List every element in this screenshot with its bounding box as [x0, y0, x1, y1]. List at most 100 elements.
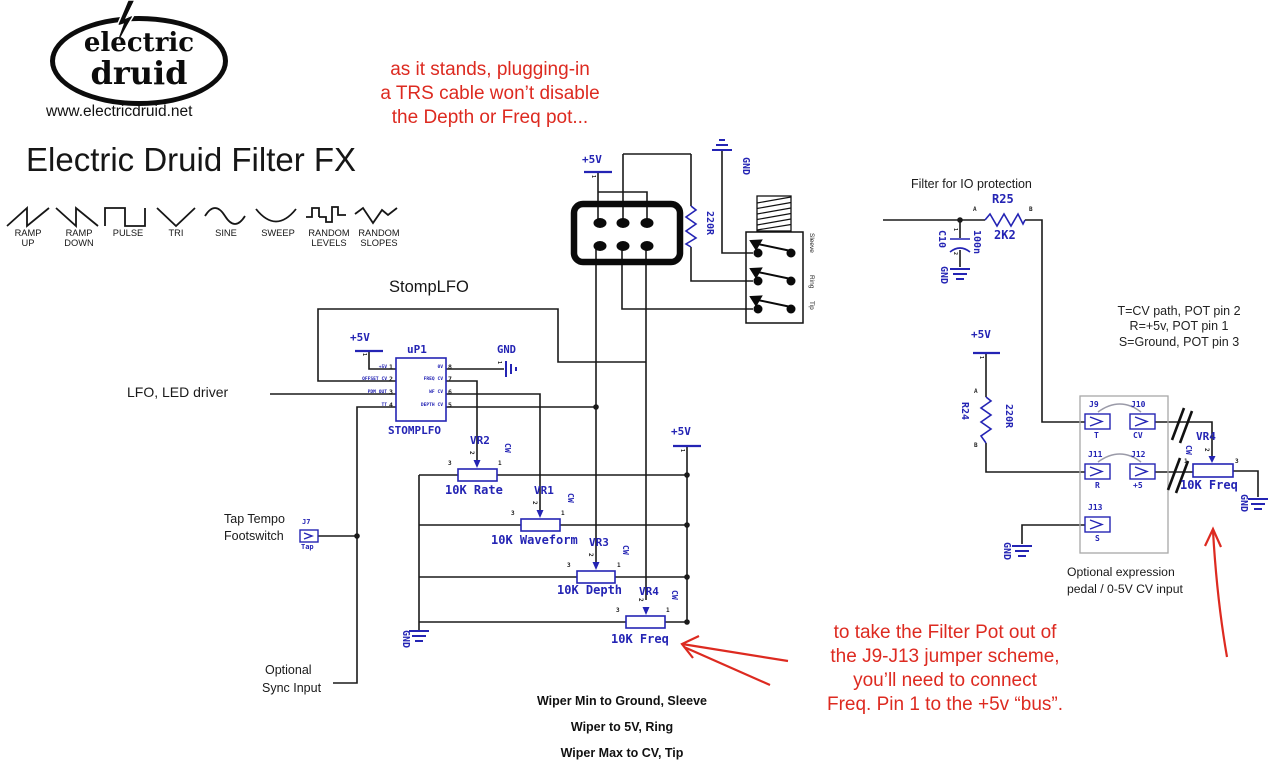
annotation-bottom-line: Freq. Pin 1 to the +5v “bus”.: [826, 694, 1064, 715]
pot-ref: VR3: [589, 536, 609, 549]
ground-label: GND: [1001, 542, 1012, 561]
pot-cw-label: CW: [503, 443, 512, 453]
section-title-stomplfo: StompLFO: [389, 278, 469, 296]
trs-ring-label: Ring: [808, 275, 815, 289]
pot-value: 10K Freq: [1180, 478, 1238, 492]
pin-number: 1: [496, 361, 502, 365]
trs-sleeve-label: Sleeve: [808, 233, 815, 253]
pin-number: 1: [952, 228, 958, 232]
pot-pin: 1: [561, 510, 565, 517]
pot-value: 10K Rate: [445, 483, 503, 497]
pin-number: 1: [590, 175, 596, 179]
ground-label: GND: [1238, 494, 1249, 513]
chip-pin-name: WF CV: [429, 390, 443, 395]
trace-cut-marks: [1166, 407, 1194, 494]
arrow-to-freq-pot: [680, 635, 789, 687]
jumper-ref: J11: [1088, 450, 1103, 459]
chip-pin-number: 8: [448, 363, 452, 371]
chip-pin-number: 1: [389, 363, 393, 371]
chip-body: [395, 357, 447, 422]
annotation-bottom-line: you’ll need to connect: [853, 670, 1037, 691]
sync-label: Sync Input: [262, 681, 322, 695]
ground-label: GND: [497, 344, 516, 356]
chip-pin-number: 5: [448, 401, 452, 409]
waveform-label: SINE: [215, 228, 237, 238]
pot-ref: VR2: [470, 434, 490, 447]
expression-note: pedal / 0-5V CV input: [1067, 582, 1183, 596]
waveform-icon-ramp-up: [6, 205, 50, 228]
pot-pin: 2: [587, 553, 594, 557]
power-label: +5V: [350, 331, 370, 344]
annotation-top-line: the Depth or Freq pot...: [391, 107, 589, 128]
trs-tip-label: Tip: [808, 301, 815, 310]
pot-ref: VR4: [1196, 430, 1216, 443]
waveform-icon-ramp-down: [55, 206, 99, 229]
pin-letter: B: [974, 442, 978, 449]
power-label: +5V: [971, 328, 991, 341]
pot-cw-label: CW: [1184, 445, 1193, 455]
chip-pin-number: 2: [389, 375, 393, 383]
annotation-top-line: as it stands, plugging-in: [390, 59, 590, 80]
chip-pin-number: 7: [448, 375, 452, 383]
wiper-notes: Wiper Min to Ground, Sleeve Wiper to 5V,…: [536, 694, 708, 760]
jumper-group-box: [1079, 395, 1169, 554]
capacitor-value: 100n: [971, 230, 982, 255]
annotation-top: as it stands, plugging-in a TRS cable wo…: [360, 58, 620, 130]
annotation-bottom-line: the J9-J13 jumper scheme,: [830, 646, 1060, 667]
jumper-label: S: [1095, 534, 1100, 543]
pin-number: 2: [952, 252, 958, 256]
pot-header-connector: [570, 200, 684, 266]
ground-label: GND: [400, 630, 411, 649]
pin-number: 1: [978, 356, 984, 360]
resistor-value: 2K2: [994, 228, 1016, 242]
footswitch-label: Footswitch: [224, 529, 284, 543]
wires: [270, 151, 1259, 684]
chip-device-name: STOMPLFO: [388, 424, 441, 437]
arrow-to-vr4-right: [1204, 526, 1229, 658]
chip-pin-name: 0V: [437, 365, 443, 370]
capacitor-ref: C10: [936, 230, 947, 249]
jumper-label: R: [1095, 481, 1100, 490]
pot-mapping-note: T=CV path, POT pin 2 R=+5v, POT pin 1 S=…: [1117, 304, 1241, 349]
pin-letter: A: [974, 388, 978, 395]
waveform-icon-random-levels: [306, 206, 346, 223]
chip-pin-name: OFFSET CV: [362, 377, 387, 382]
pin-letter: B: [1029, 206, 1033, 213]
wiper-arrows: [473, 456, 1216, 615]
jumper-ref: J10: [1131, 400, 1146, 409]
pot-pin: 3: [511, 510, 515, 517]
chip-pin-name: FREQ CV: [423, 377, 443, 382]
resistor-value: 220R: [1003, 404, 1014, 429]
resistor-ref: R25: [992, 192, 1014, 206]
pot-ref: VR1: [534, 484, 554, 497]
jumper-label: Tap: [301, 543, 314, 551]
pot-value: 10K Freq: [611, 632, 669, 646]
pot-cw-label: CW: [566, 493, 575, 503]
waveform-label: PULSE: [112, 228, 144, 238]
pot-pin: 3: [567, 562, 571, 569]
lfo-driver-note: LFO, LED driver: [127, 384, 229, 400]
chip-pin-name: TT: [381, 403, 387, 408]
pot-cw-label: CW: [670, 590, 679, 600]
chip-pin-number: 4: [389, 401, 393, 409]
pot-pin: 1: [498, 460, 502, 467]
jumper-label: +5: [1133, 481, 1143, 490]
waveform-icon-random-slopes: [354, 206, 398, 225]
jumper-ref: J13: [1088, 503, 1103, 512]
chip-pin-name: +5V: [378, 365, 387, 370]
pot-pin: 1: [1184, 458, 1188, 465]
chip-pin-name: PDM OUT: [367, 390, 387, 395]
waveform-label: TRI: [168, 228, 184, 238]
logo-ellipse: [50, 16, 228, 106]
red-arrows: [680, 526, 1229, 687]
chip-pin-number: 6: [448, 388, 452, 396]
junction-dots: [354, 217, 963, 625]
logo-word-druid: druid: [90, 54, 188, 92]
pot-pin: 3: [448, 460, 452, 467]
pot-pin: 1: [617, 562, 621, 569]
